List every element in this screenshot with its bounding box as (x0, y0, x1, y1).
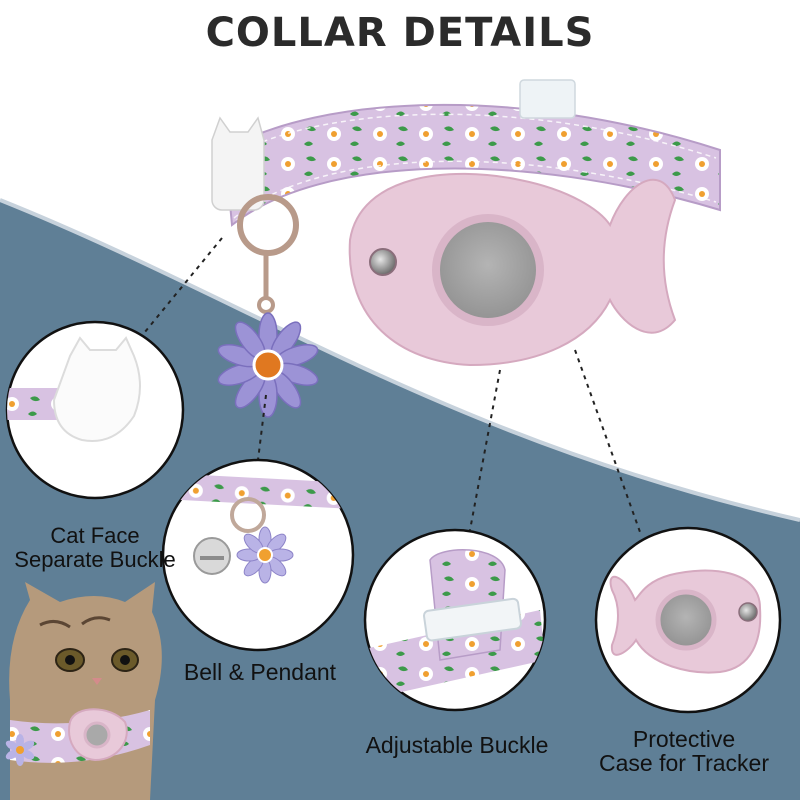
d-ring (237, 194, 299, 256)
detail-circle-protective-case (594, 526, 782, 714)
leader-lines (139, 237, 641, 533)
detail-circle-adjustable-buckle (363, 528, 547, 712)
detail-circle-bell-pendant (161, 458, 355, 652)
label-cat-face-buckle: Cat Face Separate Buckle (14, 523, 176, 572)
background-band-edge (0, 198, 800, 522)
adjustable-slider (519, 79, 576, 119)
cat-face-buckle-icon (211, 116, 265, 211)
tracker-disc (432, 214, 544, 326)
cat-photo (5, 582, 162, 800)
label-adjustable-buckle: Adjustable Buckle (365, 732, 549, 758)
bell-icon (193, 537, 231, 575)
small-daisy-pendant-icon (236, 526, 294, 584)
label-protective-case: Protective Case for Tracker (599, 726, 769, 776)
daisy-pendant-icon (217, 312, 319, 418)
collar-strap (223, 103, 721, 227)
page-title: COLLAR DETAILS (205, 10, 595, 56)
detail-circle-cat-face-buckle (5, 320, 185, 500)
fish-case-icon (348, 172, 677, 367)
rivet (369, 248, 397, 276)
label-bell-pendant: Bell & Pendant (183, 659, 337, 685)
